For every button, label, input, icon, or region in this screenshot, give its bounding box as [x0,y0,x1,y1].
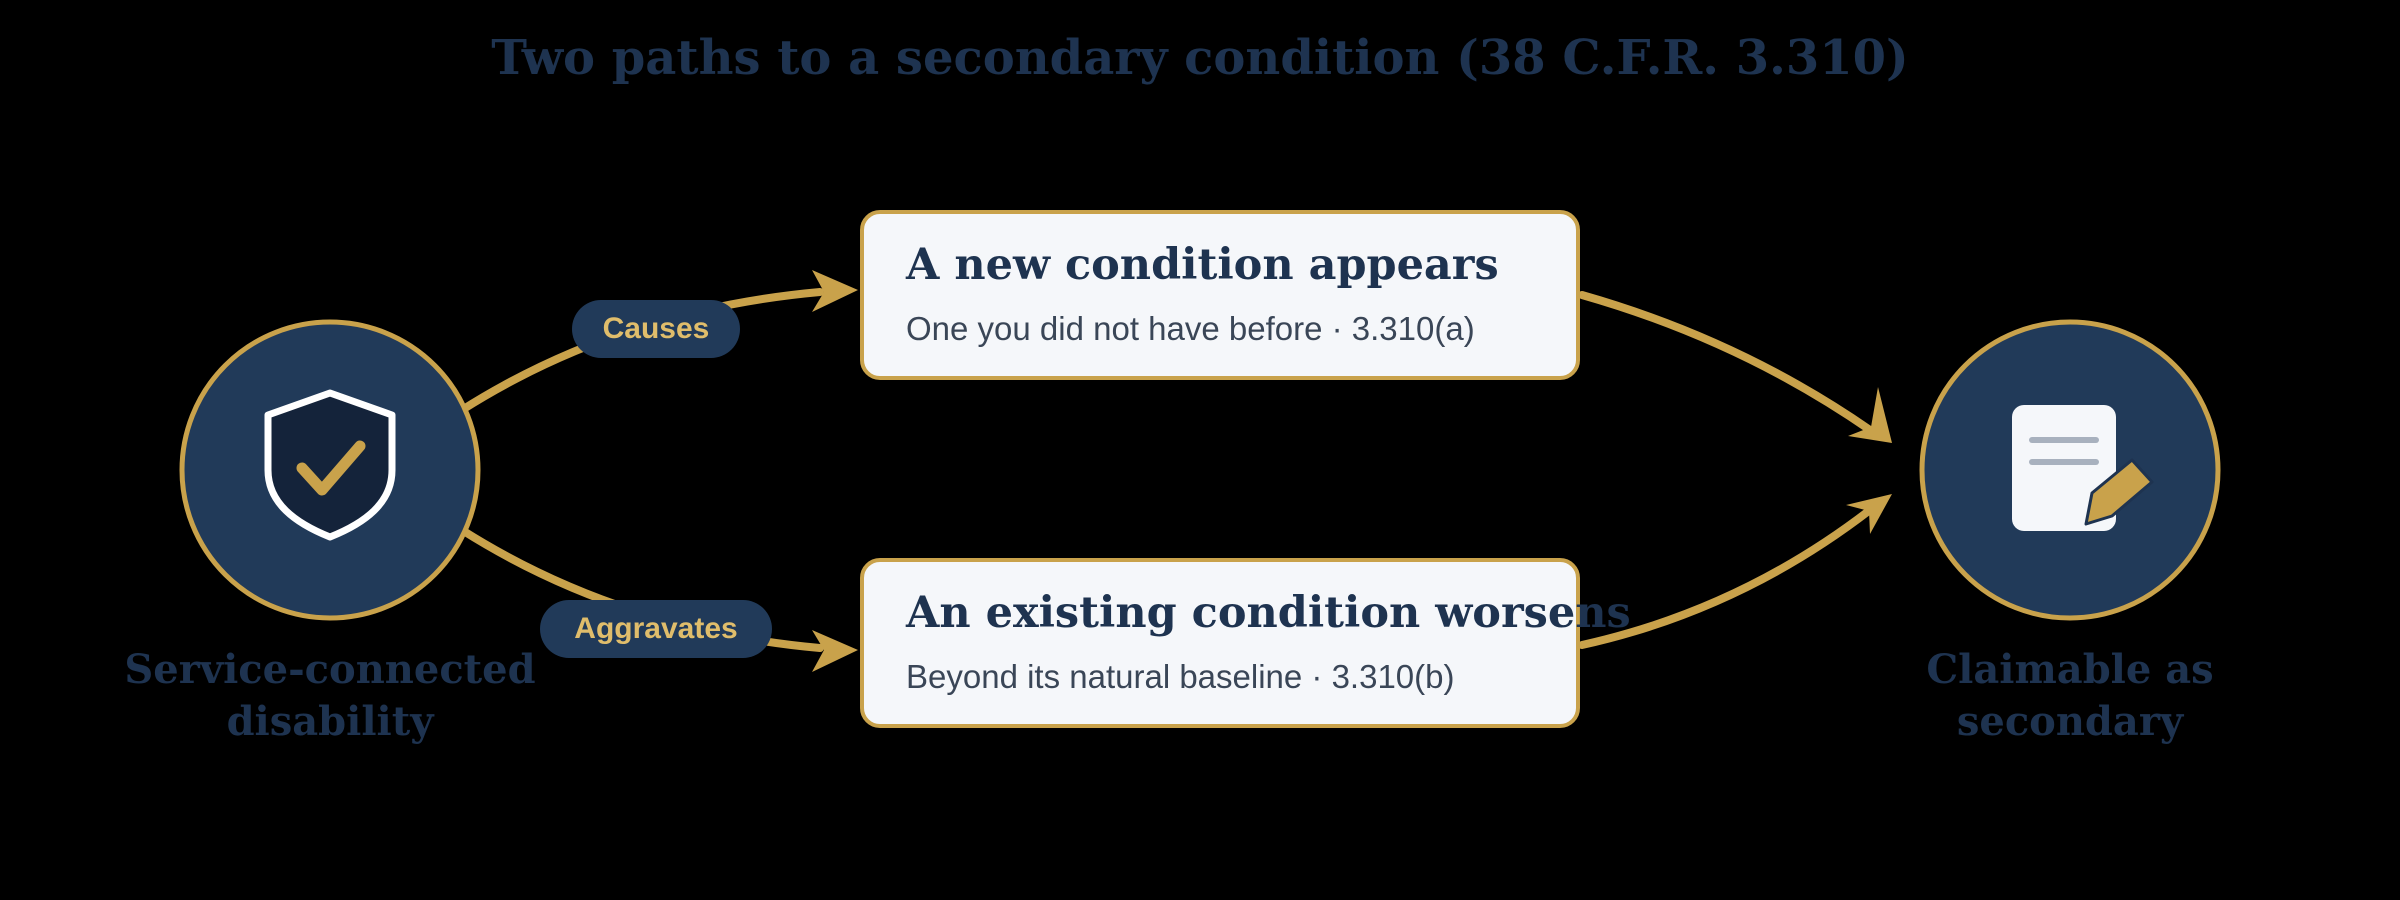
source-node-label: Service-connected disability [124,646,536,745]
connector-existing-to-target [1578,506,1874,649]
arrowhead-target-bottom [1846,494,1892,534]
path-box-new-condition: A new condition appears One you did not … [860,210,1580,380]
target-node-label: Claimable as secondary [1926,646,2214,745]
path-heading: A new condition appears [906,240,1499,290]
connector-new-to-target [1578,291,1874,434]
diagram-title: Two paths to a secondary condition (38 C… [491,30,1909,86]
path-box-existing-condition: An existing condition worsens Beyond its… [860,558,1631,728]
arrowhead-target-top [1848,387,1892,443]
edge-label-causes: Causes [572,300,740,358]
arrowhead-to-new [812,270,858,312]
shield-check-icon [264,389,396,541]
path-detail: Beyond its natural baseline · 3.310(b) [906,658,1455,695]
edge-label-aggravates: Aggravates [540,600,772,658]
arrowhead-to-existing [812,630,858,672]
path-heading: An existing condition worsens [906,588,1631,638]
path-detail: One you did not have before · 3.310(a) [906,310,1475,347]
document-pencil-icon [2012,405,2154,531]
